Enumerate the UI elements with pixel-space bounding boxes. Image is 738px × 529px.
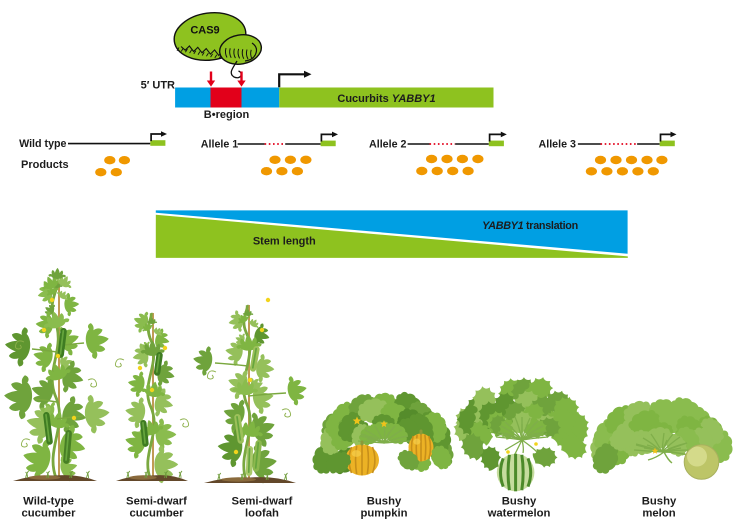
svg-text:YABBY1 translation: YABBY1 translation (482, 220, 578, 232)
svg-text:CAS9: CAS9 (190, 25, 219, 37)
svg-text:pumpkin: pumpkin (360, 508, 407, 520)
svg-text:Semi-dwarf: Semi-dwarf (232, 495, 293, 507)
svg-text:cucumber: cucumber (130, 508, 185, 520)
svg-text:Semi-dwarf: Semi-dwarf (126, 495, 187, 507)
svg-text:Wild-type: Wild-type (23, 495, 74, 507)
svg-text:Allele 1: Allele 1 (201, 139, 238, 151)
svg-text:Allele 3: Allele 3 (539, 139, 576, 151)
svg-text:Bushy: Bushy (367, 495, 402, 507)
svg-text:Bushy: Bushy (502, 495, 537, 507)
svg-text:loofah: loofah (245, 508, 279, 520)
svg-text:melon: melon (642, 508, 675, 520)
svg-text:Bushy: Bushy (642, 495, 677, 507)
svg-text:Stem length: Stem length (253, 235, 316, 247)
svg-text:Products: Products (21, 159, 69, 171)
svg-text:Allele 2: Allele 2 (369, 139, 406, 151)
svg-text:Wild type: Wild type (19, 138, 66, 150)
svg-text:Cucurbits YABBY1: Cucurbits YABBY1 (337, 93, 435, 105)
svg-text:cucumber: cucumber (22, 508, 77, 520)
svg-text:B•region: B•region (204, 109, 250, 121)
svg-text:watermelon: watermelon (487, 508, 551, 520)
svg-text:5′ UTR: 5′ UTR (141, 80, 175, 92)
